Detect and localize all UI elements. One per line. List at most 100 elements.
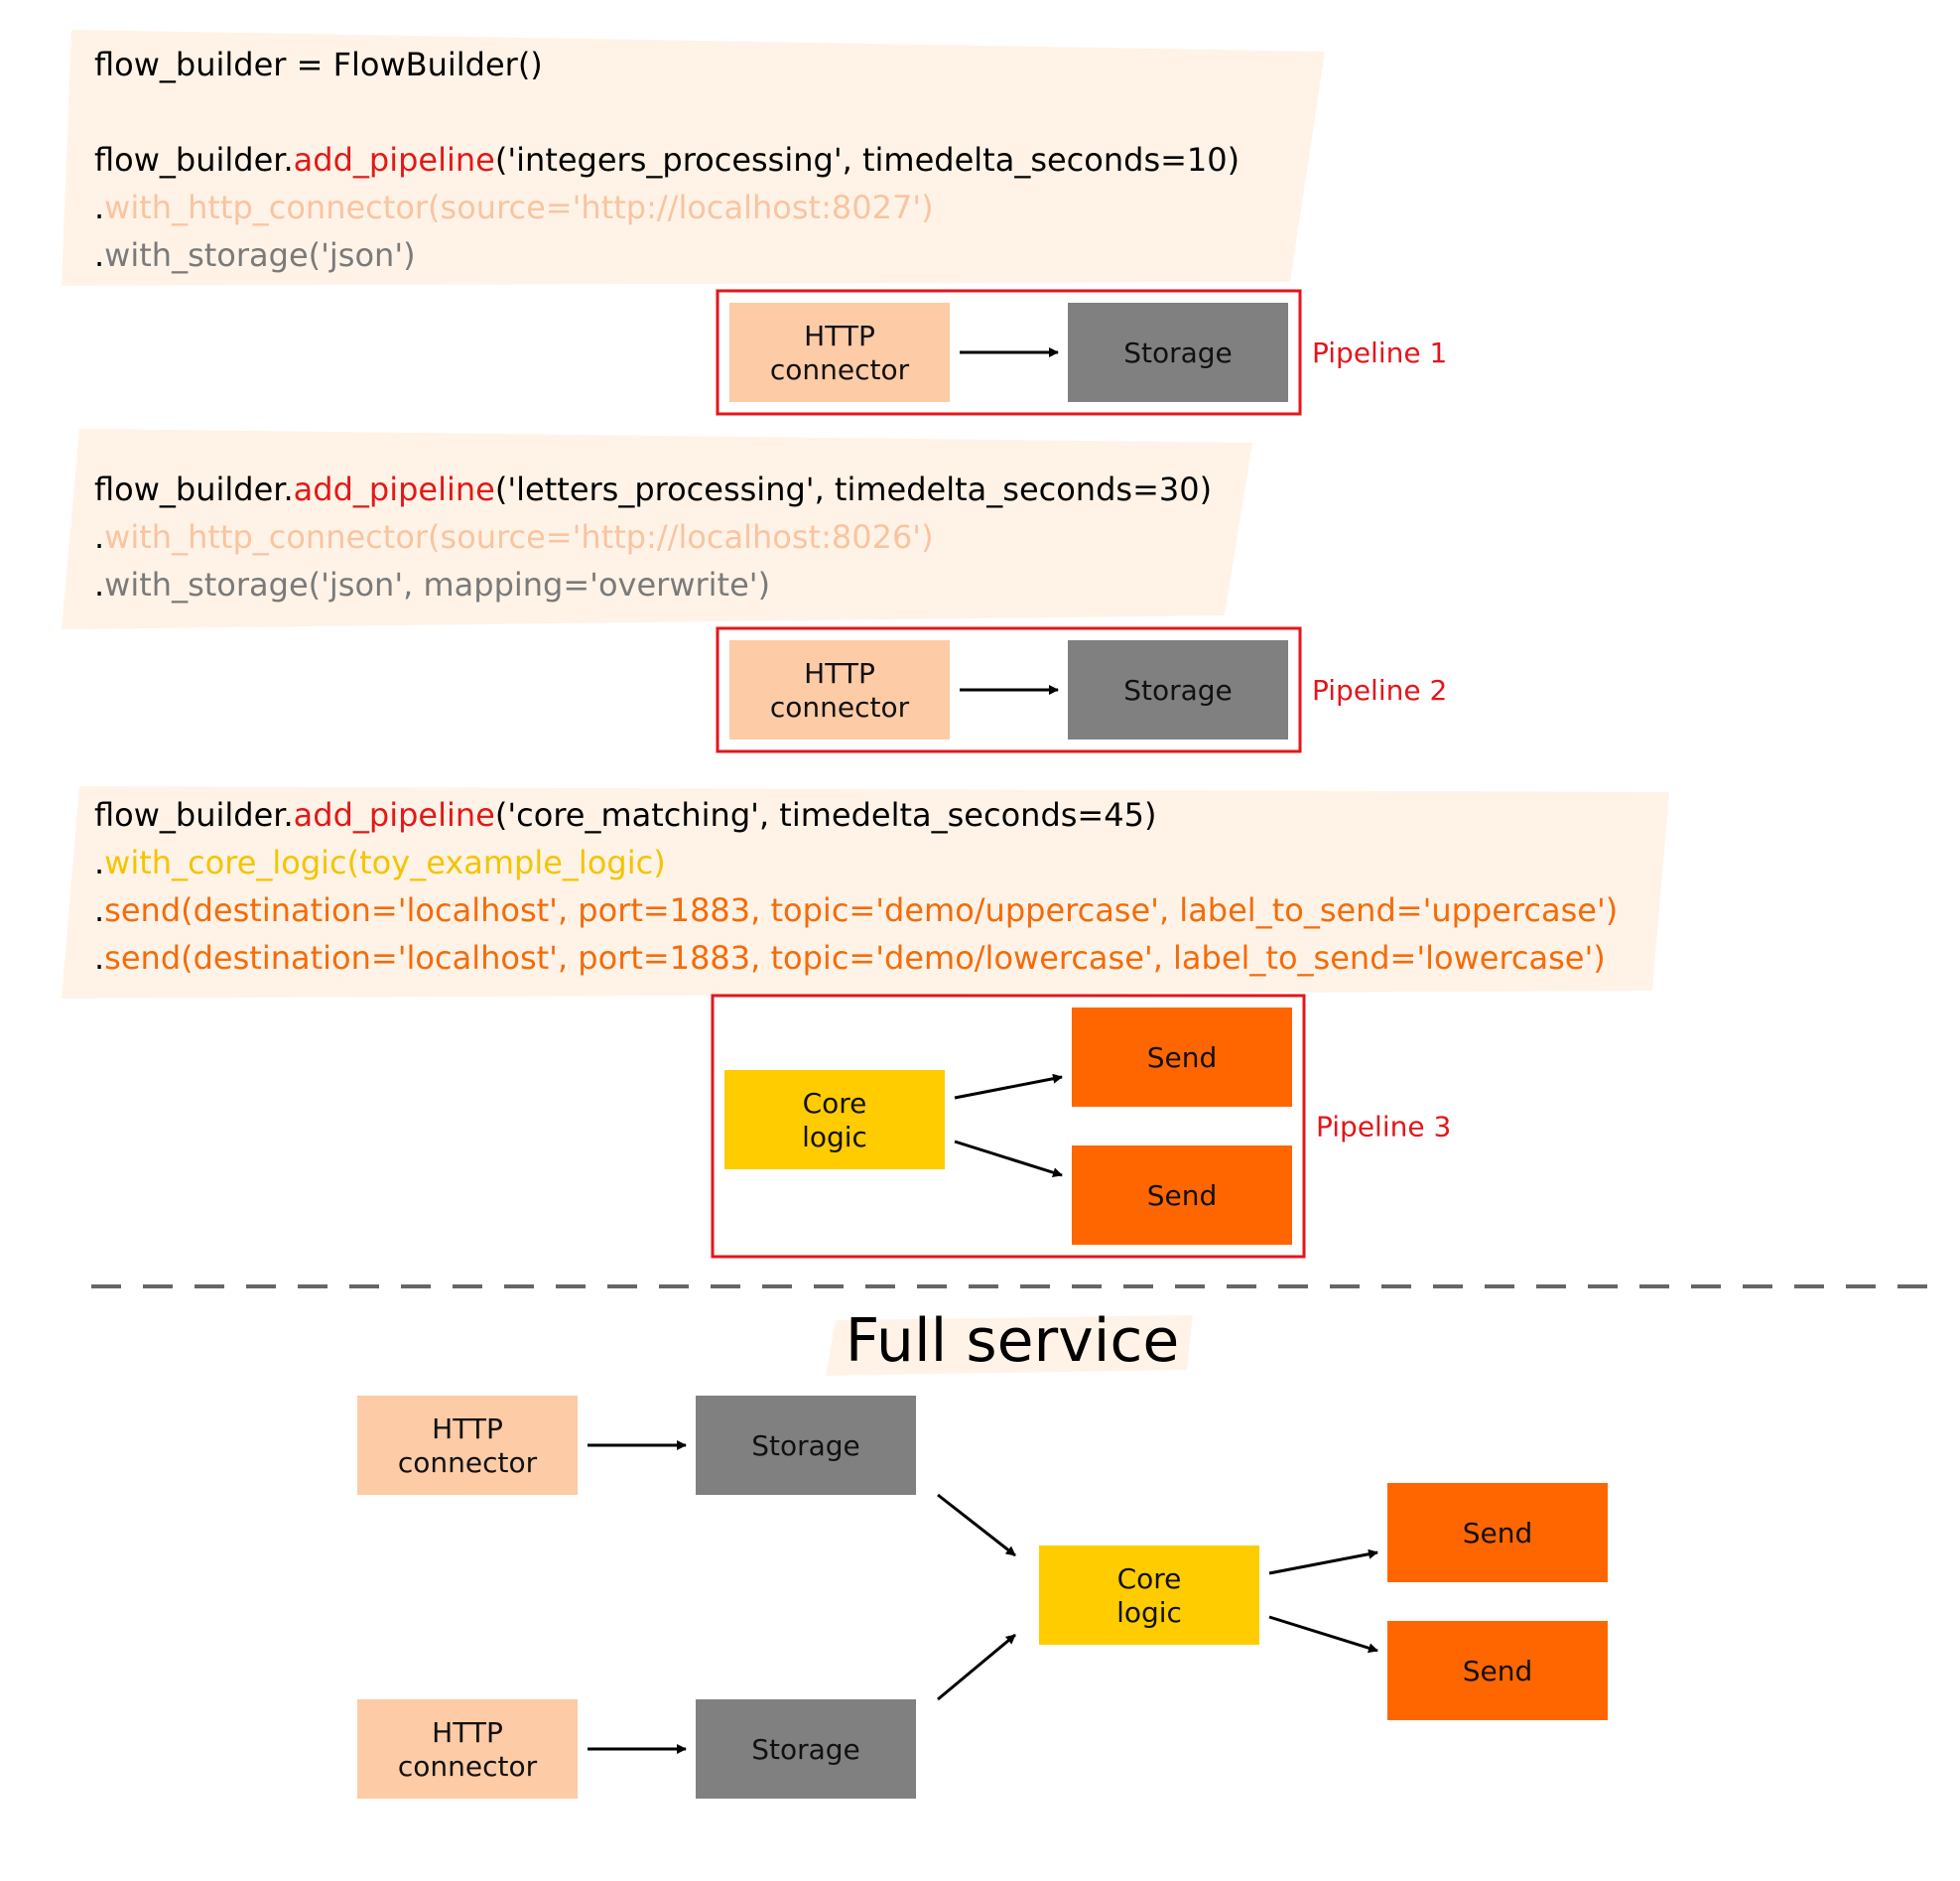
send-node: Send xyxy=(1387,1621,1608,1720)
core-label: Core xyxy=(803,1087,867,1120)
send-box xyxy=(1387,1483,1608,1582)
code-token: . xyxy=(94,891,104,929)
code-text: flow_builder = FlowBuilder() flow_builder… xyxy=(94,46,1618,977)
code-line: flow_builder.add_pipeline('core_matching… xyxy=(94,796,1156,834)
send-label: Send xyxy=(1147,1041,1218,1074)
code-token: with_storage('json') xyxy=(104,236,415,274)
core-box xyxy=(1039,1545,1259,1645)
nodes: HTTPconnectorStorageHTTPconnectorStorage… xyxy=(357,303,1608,1799)
storage-box xyxy=(1068,640,1288,739)
send-box xyxy=(1072,1008,1292,1107)
code-token: . xyxy=(94,236,104,274)
code-line: flow_builder = FlowBuilder() xyxy=(94,46,543,83)
http-label: HTTP xyxy=(804,657,875,690)
storage-label: Storage xyxy=(1123,336,1233,369)
code-token: . xyxy=(94,518,104,556)
storage-node: Storage xyxy=(696,1699,916,1799)
code-backgrounds xyxy=(62,30,1669,999)
code-token: send(destination='localhost', port=1883,… xyxy=(104,939,1606,977)
http-label: HTTP xyxy=(804,320,875,352)
http-box xyxy=(357,1396,578,1495)
core-box xyxy=(724,1070,945,1169)
code-line: .with_storage('json', mapping='overwrite… xyxy=(94,566,770,604)
edge-arrow xyxy=(1268,1615,1378,1654)
http-label: connector xyxy=(770,691,910,724)
code-token: ('integers_processing', timedelta_second… xyxy=(495,141,1240,179)
pipeline-label: Pipeline 3 xyxy=(1316,1111,1451,1143)
code-token: with_storage('json', mapping='overwrite'… xyxy=(104,566,770,604)
code-line: .with_http_connector(source='http://loca… xyxy=(94,518,934,556)
pipeline-frame xyxy=(716,289,1302,416)
storage-label: Storage xyxy=(751,1733,860,1766)
code-token: add_pipeline xyxy=(294,141,495,179)
http-label: connector xyxy=(770,353,910,386)
code-token: flow_builder. xyxy=(94,796,294,834)
core-label: logic xyxy=(802,1121,867,1153)
code-token: ('core_matching', timedelta_seconds=45) xyxy=(495,796,1157,834)
code-token: with_http_connector(source='http://local… xyxy=(104,518,933,556)
pipeline-label: Pipeline 2 xyxy=(1312,674,1447,707)
http-label: HTTP xyxy=(432,1412,503,1445)
edge-arrow xyxy=(954,1140,1063,1178)
code-token: . xyxy=(94,939,104,977)
full-service-title-highlight xyxy=(826,1315,1193,1376)
pipeline-frame xyxy=(711,994,1306,1259)
pipeline-frame xyxy=(716,626,1302,753)
code-block-bg xyxy=(62,30,1325,286)
send-label: Send xyxy=(1147,1179,1218,1212)
send-box xyxy=(1072,1145,1292,1245)
code-token: . xyxy=(94,844,104,881)
send-node: Send xyxy=(1387,1483,1608,1582)
edges xyxy=(588,347,1378,1754)
http-label: HTTP xyxy=(432,1716,503,1749)
storage-node: Storage xyxy=(1068,640,1288,739)
code-line: flow_builder.add_pipeline('integers_proc… xyxy=(94,141,1240,179)
pipeline-frames: Pipeline 1 Pipeline 2 Pipeline 3 xyxy=(711,289,1451,1259)
code-line: .with_storage('json') xyxy=(94,236,416,274)
http-box xyxy=(357,1699,578,1799)
code-token: . xyxy=(94,566,104,604)
send-box xyxy=(1387,1621,1608,1720)
storage-box xyxy=(1068,303,1288,402)
full-service-title: Full service xyxy=(846,1306,1180,1376)
code-line: .send(destination='localhost', port=1883… xyxy=(94,939,1606,977)
code-token: with_core_logic(toy_example_logic) xyxy=(104,844,666,881)
core-label: Core xyxy=(1117,1562,1182,1595)
code-token: . xyxy=(94,189,104,226)
edge-arrow xyxy=(1268,1548,1378,1575)
http-box xyxy=(729,640,950,739)
code-token: with_http_connector(source='http://local… xyxy=(104,189,933,226)
code-token: flow_builder = FlowBuilder() xyxy=(94,46,543,83)
code-block-bg xyxy=(62,429,1252,629)
code-line: flow_builder.add_pipeline('letters_proce… xyxy=(94,470,1212,508)
code-token: add_pipeline xyxy=(294,470,495,508)
code-block-bg xyxy=(62,786,1669,999)
edge-arrow xyxy=(937,1493,1016,1557)
code-line: .send(destination='localhost', port=1883… xyxy=(94,891,1618,929)
storage-box xyxy=(696,1396,916,1495)
code-token: add_pipeline xyxy=(294,796,495,834)
send-node: Send xyxy=(1072,1145,1292,1245)
code-token: flow_builder. xyxy=(94,141,294,179)
edge-arrow xyxy=(954,1073,1063,1100)
storage-label: Storage xyxy=(751,1429,860,1462)
http-label: connector xyxy=(398,1446,538,1479)
edge-arrow xyxy=(937,1633,1016,1701)
divider-area: Full service xyxy=(91,1284,1945,1376)
storage-node: Storage xyxy=(696,1396,916,1495)
storage-box xyxy=(696,1699,916,1799)
send-label: Send xyxy=(1463,1517,1533,1549)
code-token: send(destination='localhost', port=1883,… xyxy=(104,891,1618,929)
send-label: Send xyxy=(1463,1655,1533,1687)
http-label: connector xyxy=(398,1750,538,1783)
storage-node: Storage xyxy=(1068,303,1288,402)
pipeline-label: Pipeline 1 xyxy=(1312,336,1447,369)
code-line: .with_http_connector(source='http://loca… xyxy=(94,189,934,226)
storage-label: Storage xyxy=(1123,674,1233,707)
